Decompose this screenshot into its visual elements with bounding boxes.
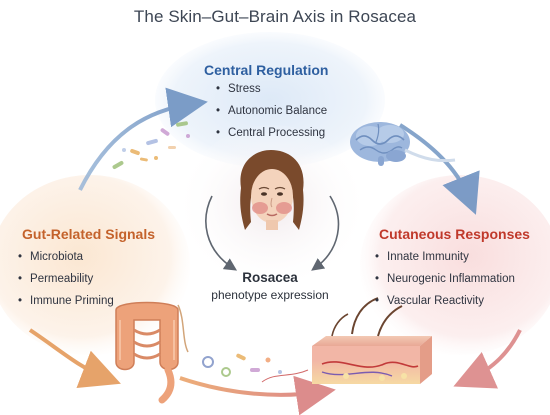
list-item: Microbiota — [18, 246, 114, 268]
microbe-particles-lower — [202, 353, 282, 377]
list-item: Immune Priming — [18, 290, 114, 312]
list-item: Permeability — [18, 268, 114, 290]
brain-illustration — [350, 122, 410, 166]
rosacea-label: Rosacea — [242, 270, 298, 285]
arrow-skin-return — [453, 329, 522, 389]
microbe-particles — [112, 121, 190, 169]
arrow-gut-to-brain — [78, 87, 208, 191]
gut-signals-title: Gut-Related Signals — [22, 226, 156, 242]
intestine-illustration — [115, 301, 179, 404]
arrow-skin-to-gut — [28, 328, 121, 389]
central-regulation-title: Central Regulation — [204, 62, 329, 78]
arrow-brain-to-skin — [398, 123, 480, 215]
list-item: Innate Immunity — [375, 246, 515, 268]
brain-signal-trail — [404, 148, 456, 163]
phenotype-expression-label: phenotype expression — [211, 288, 329, 302]
gut-signals-list: Microbiota Permeability Immune Priming — [18, 246, 114, 312]
face-illustration — [240, 150, 304, 230]
cutaneous-responses-list: Innate Immunity Neurogenic Inflammation … — [375, 246, 515, 312]
arrow-inner-left — [205, 195, 238, 271]
cutaneous-responses-title: Cutaneous Responses — [379, 226, 530, 242]
arrow-gut-to-skin — [179, 375, 336, 415]
vessel-tendril — [261, 369, 309, 383]
list-item: Central Processing — [216, 122, 327, 144]
diagram-title: The Skin–Gut–Brain Axis in Rosacea — [133, 7, 417, 26]
arrow-inner-right — [311, 195, 340, 271]
central-regulation-list: Stress Autonomic Balance Central Process… — [216, 78, 327, 144]
nerve-line — [177, 304, 189, 353]
list-item: Autonomic Balance — [216, 100, 327, 122]
list-item: Neurogenic Inflammation — [375, 268, 515, 290]
list-item: Vascular Reactivity — [375, 290, 515, 312]
list-item: Stress — [216, 78, 327, 100]
skin-cross-section-illustration — [312, 297, 432, 384]
